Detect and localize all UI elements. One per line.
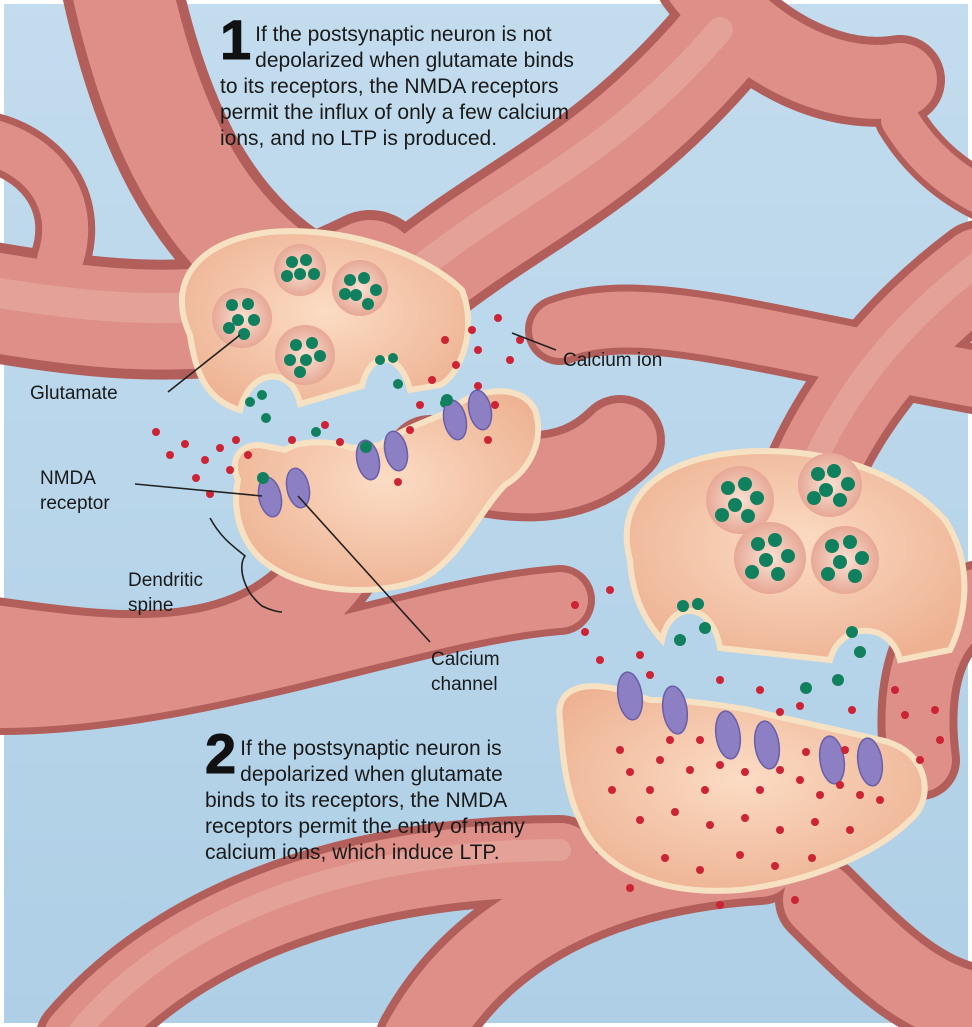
label-channel-line: channel <box>431 672 500 697</box>
step-2-line: binds to its receptors, the NMDA <box>205 788 585 814</box>
label-dendritic-spine: Dendritic spine <box>128 568 203 618</box>
step-1-number: 1 <box>220 18 251 62</box>
label-nmda-line: NMDA <box>40 466 110 491</box>
label-nmda-receptor: NMDA receptor <box>40 466 110 516</box>
step-1-line: to its receptors, the NMDA receptors <box>220 74 660 100</box>
step-1-text: 1 If the postsynaptic neuron is not depo… <box>220 22 660 152</box>
step-2-text: 2 If the postsynaptic neuron is depolari… <box>205 736 585 866</box>
step-2-number: 2 <box>205 732 236 776</box>
step-2-line: calcium ions, which induce LTP. <box>205 840 585 866</box>
label-channel-line: Calcium <box>431 647 500 672</box>
step-2-line: If the postsynaptic neuron is <box>207 736 585 762</box>
label-nmda-line: receptor <box>40 491 110 516</box>
step-1-line: depolarized when glutamate binds <box>222 48 660 74</box>
step-2-line: receptors permit the entry of many <box>205 814 585 840</box>
label-dendritic-line: Dendritic <box>128 568 203 593</box>
step-2-line: depolarized when glutamate <box>207 762 585 788</box>
label-glutamate: Glutamate <box>30 381 118 406</box>
label-dendritic-line: spine <box>128 593 203 618</box>
label-calcium-ion: Calcium ion <box>563 348 662 373</box>
step-1-line: If the postsynaptic neuron is not <box>222 22 660 48</box>
step-1-line: permit the influx of only a few calcium <box>220 100 660 126</box>
step-1-line: ions, and no LTP is produced. <box>220 126 660 152</box>
label-calcium-channel: Calcium channel <box>431 647 500 697</box>
